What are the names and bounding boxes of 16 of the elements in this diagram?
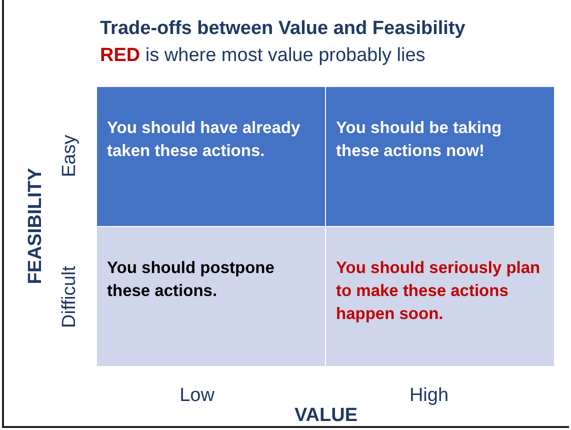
matrix-cell (97, 227, 325, 366)
subtitle: RED is where most value probably lies (100, 45, 426, 67)
axis-title: FEASIBILITY (25, 168, 47, 284)
cell-text: You should be taking these actions now! (336, 118, 503, 162)
axis-label: Difficult (59, 266, 81, 328)
matrix-cell (326, 227, 554, 366)
cell-text: You should have already taken these actions. (107, 118, 302, 162)
axis-label: High (409, 385, 449, 407)
cell-text: You should seriously plan to make these actions happen soon. (336, 258, 542, 325)
cell-text: You should postpone these actions. (107, 258, 276, 302)
axis-title: VALUE (294, 405, 358, 427)
axis-label: Easy (59, 134, 81, 178)
axis-label: Low (180, 385, 214, 407)
title: Trade-offs between Value and Feasibility (100, 18, 466, 40)
matrix-cell (326, 87, 554, 226)
matrix-cell (97, 87, 325, 226)
